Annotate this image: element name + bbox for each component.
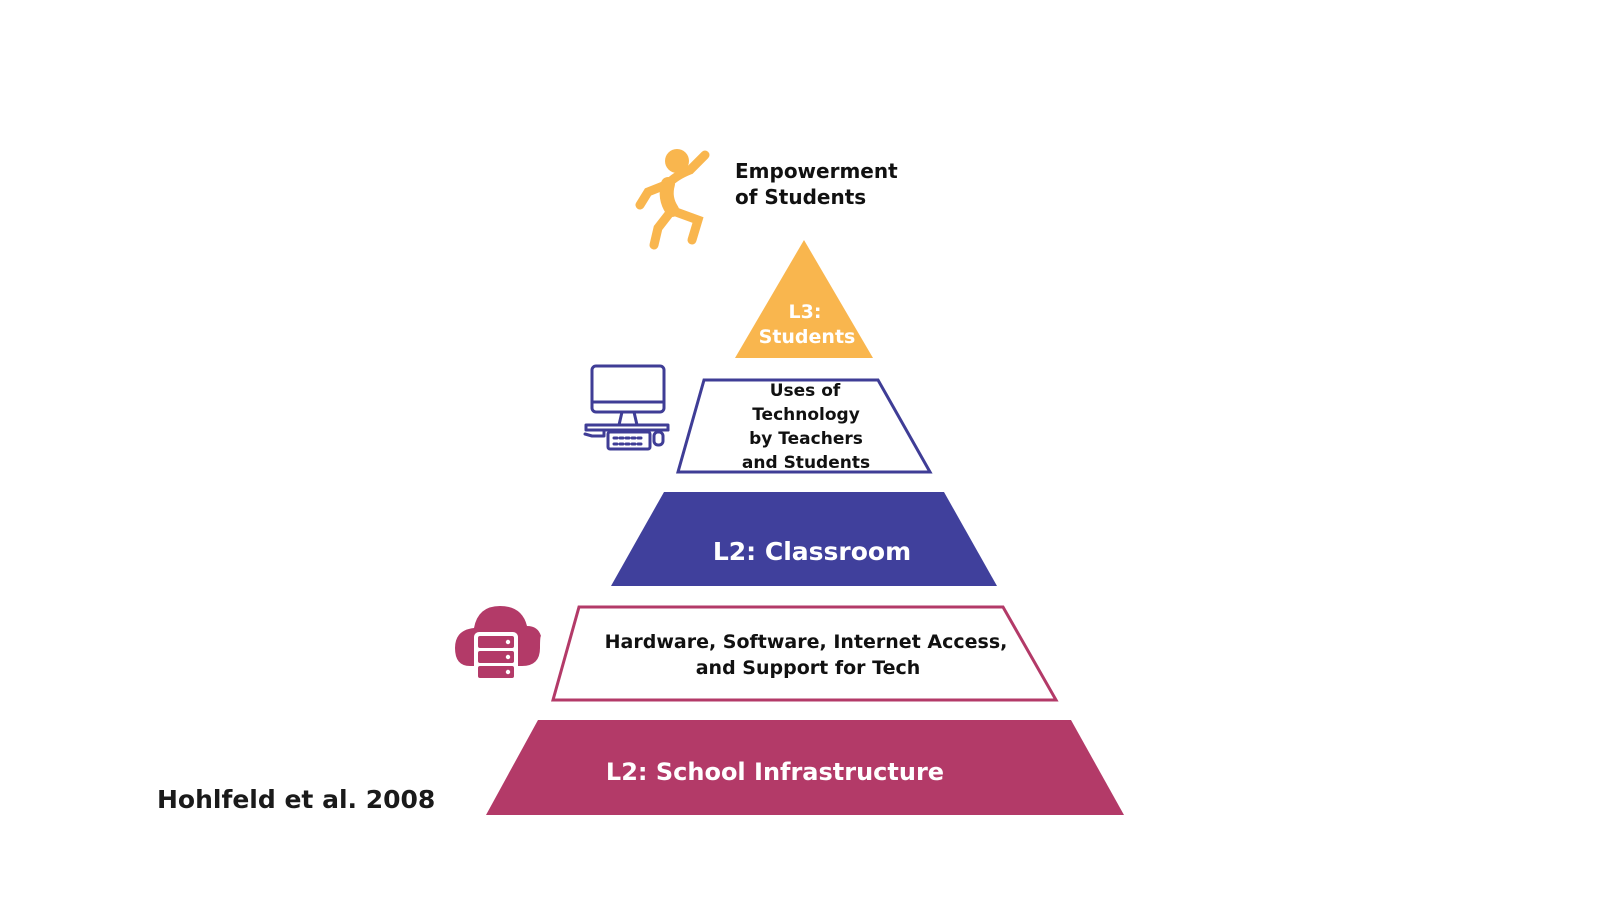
desktop-computer-icon xyxy=(583,364,670,451)
level-uses-line4: and Students xyxy=(742,453,870,473)
level-hardware-software-shape xyxy=(551,605,1059,702)
empowerment-caption-line2: of Students xyxy=(735,185,866,209)
level-uses-line3: by Teachers xyxy=(749,429,863,449)
level-l2-classroom-label: L2: Classroom xyxy=(713,537,911,566)
level-uses-line2: Technology xyxy=(752,405,860,425)
level-l2-classroom-shape xyxy=(611,492,997,586)
level-l3-students-shape xyxy=(735,240,873,358)
empowerment-caption-line1: Empowerment xyxy=(735,159,898,183)
citation-text: Hohlfeld et al. 2008 xyxy=(157,785,435,814)
level-uses-of-technology-shape xyxy=(676,378,933,474)
level-l3-line2: Students xyxy=(759,326,856,348)
level-l2-school-infrastructure-shape xyxy=(486,720,1124,815)
level-l3-line1: L3: xyxy=(789,301,822,323)
cloud-server-icon xyxy=(455,606,541,680)
level-hardware-line2: and Support for Tech xyxy=(696,657,921,679)
level-l2-school-infrastructure-label: L2: School Infrastructure xyxy=(606,758,944,786)
jumping-person-icon xyxy=(635,149,710,250)
level-hardware-line1: Hardware, Software, Internet Access, xyxy=(605,631,1008,653)
level-uses-line1: Uses of xyxy=(770,381,841,401)
